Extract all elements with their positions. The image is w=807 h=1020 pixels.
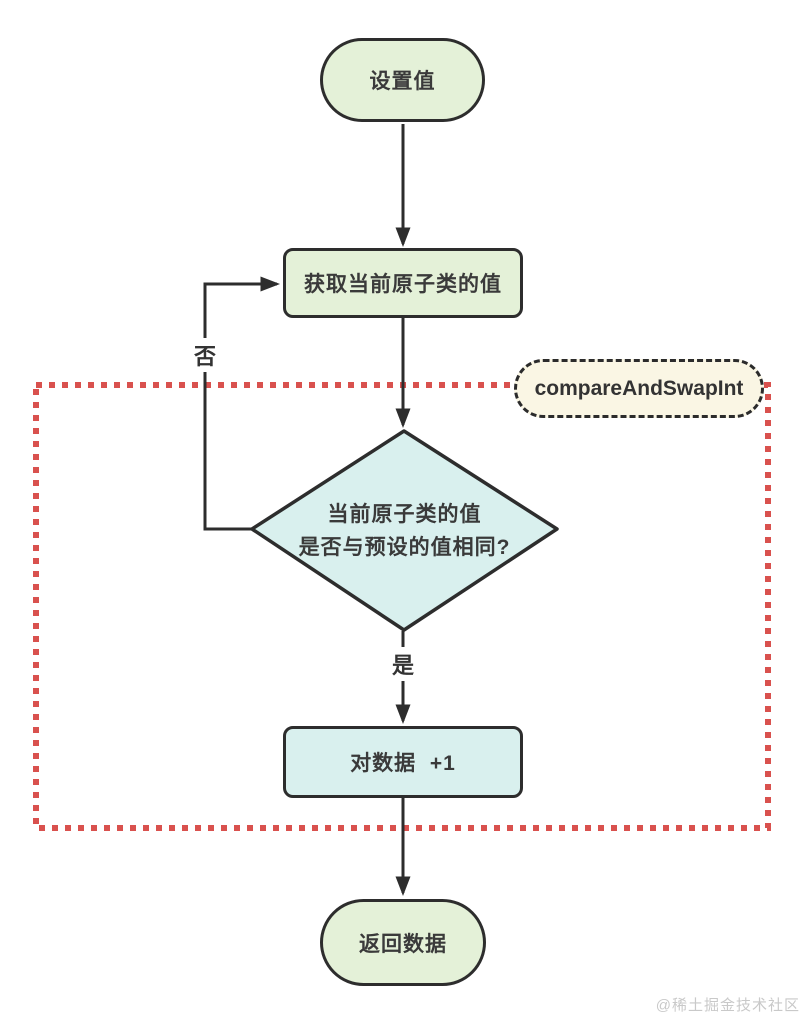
node-start: 设置值	[320, 38, 485, 122]
edge-label-no: 否	[190, 338, 220, 372]
cas-annotation-pill: compareAndSwapInt	[514, 359, 764, 418]
decision-diamond	[250, 429, 559, 632]
node-start-label: 设置值	[369, 70, 436, 93]
node-increment-data-label: 对数据 +1	[350, 752, 456, 775]
node-return-data-label: 返回数据	[359, 932, 447, 956]
node-increment-data: 对数据 +1	[283, 726, 523, 798]
node-return-data: 返回数据	[320, 899, 486, 986]
watermark: @稀土掘金技术社区	[655, 997, 800, 1014]
edge-label-yes: 是	[388, 647, 418, 681]
cas-annotation-label: compareAndSwapInt	[534, 376, 744, 400]
node-get-current-value-label: 获取当前原子类的值	[304, 273, 502, 296]
edge-decision-no-loop	[203, 276, 280, 531]
node-get-current-value: 获取当前原子类的值	[283, 248, 523, 318]
